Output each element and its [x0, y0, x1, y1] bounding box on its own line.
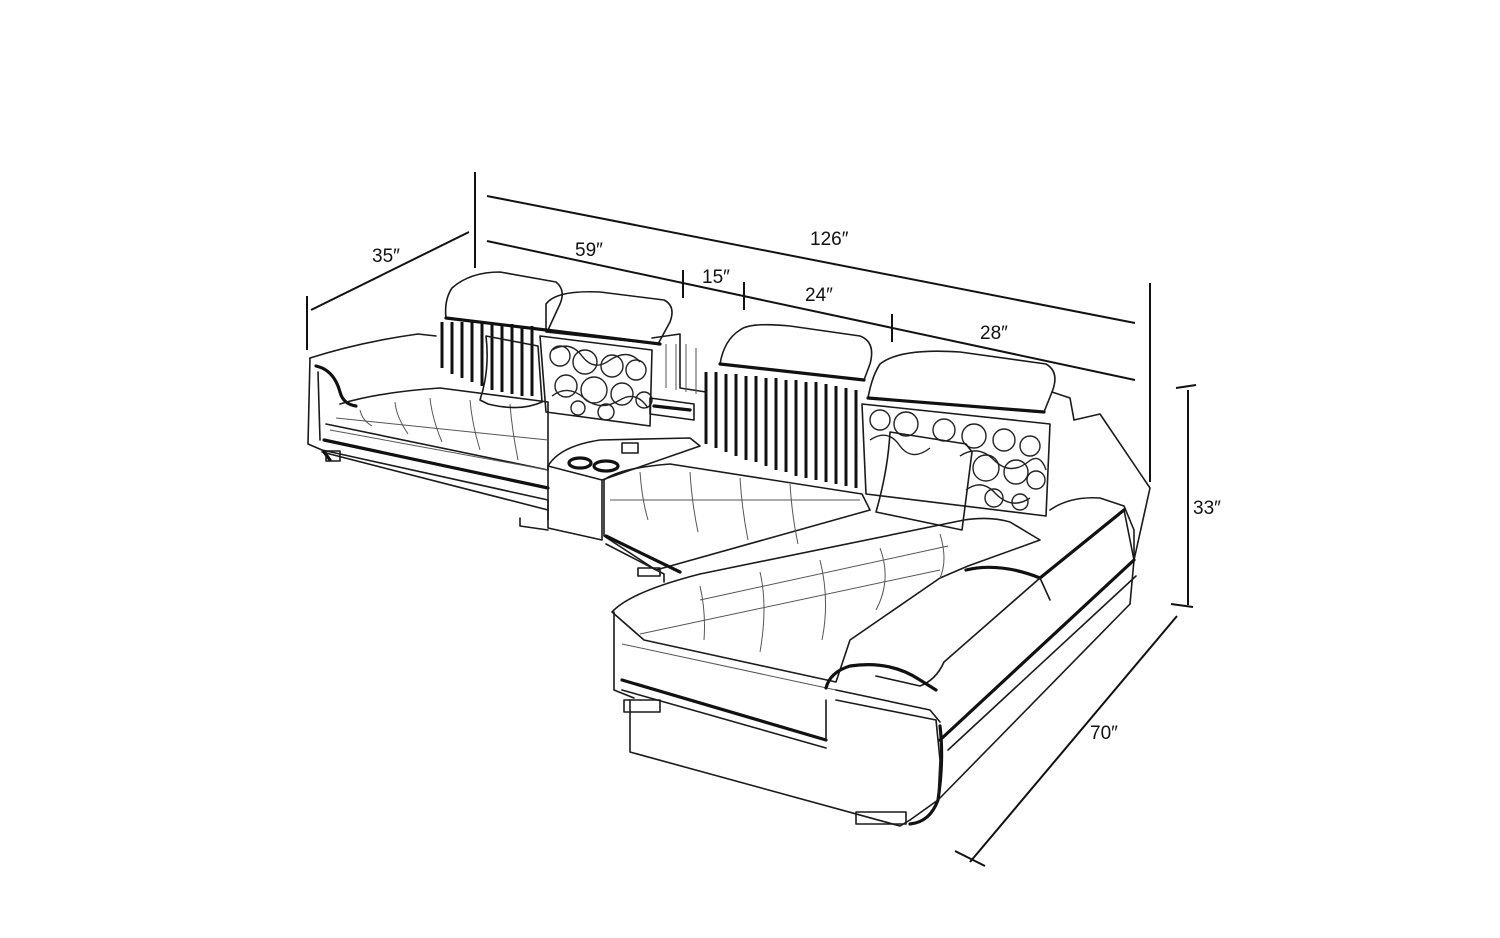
corner-seat-label: 28″: [980, 323, 1008, 344]
depth-label: 35″: [372, 246, 400, 267]
dimension-labels: 35″ 126″ 59″ 15″ 24″ 28″ 33″ 70″: [372, 229, 1221, 744]
height-label: 33″: [1193, 498, 1221, 519]
stripe-panel-middle: [704, 372, 858, 488]
floral-panel-left: [539, 335, 653, 427]
sofa-illustration: [307, 271, 1151, 827]
dimension-lines: [306, 172, 1197, 867]
left-section-label: 59″: [575, 240, 603, 261]
floral-panel-right: [861, 403, 1051, 517]
middle-seat-label: 24″: [805, 285, 833, 306]
stripe-panel-left: [440, 322, 534, 396]
console-label: 15″: [702, 267, 730, 288]
chaise-length-label: 70″: [1090, 723, 1118, 744]
total-width-label: 126″: [810, 229, 849, 250]
